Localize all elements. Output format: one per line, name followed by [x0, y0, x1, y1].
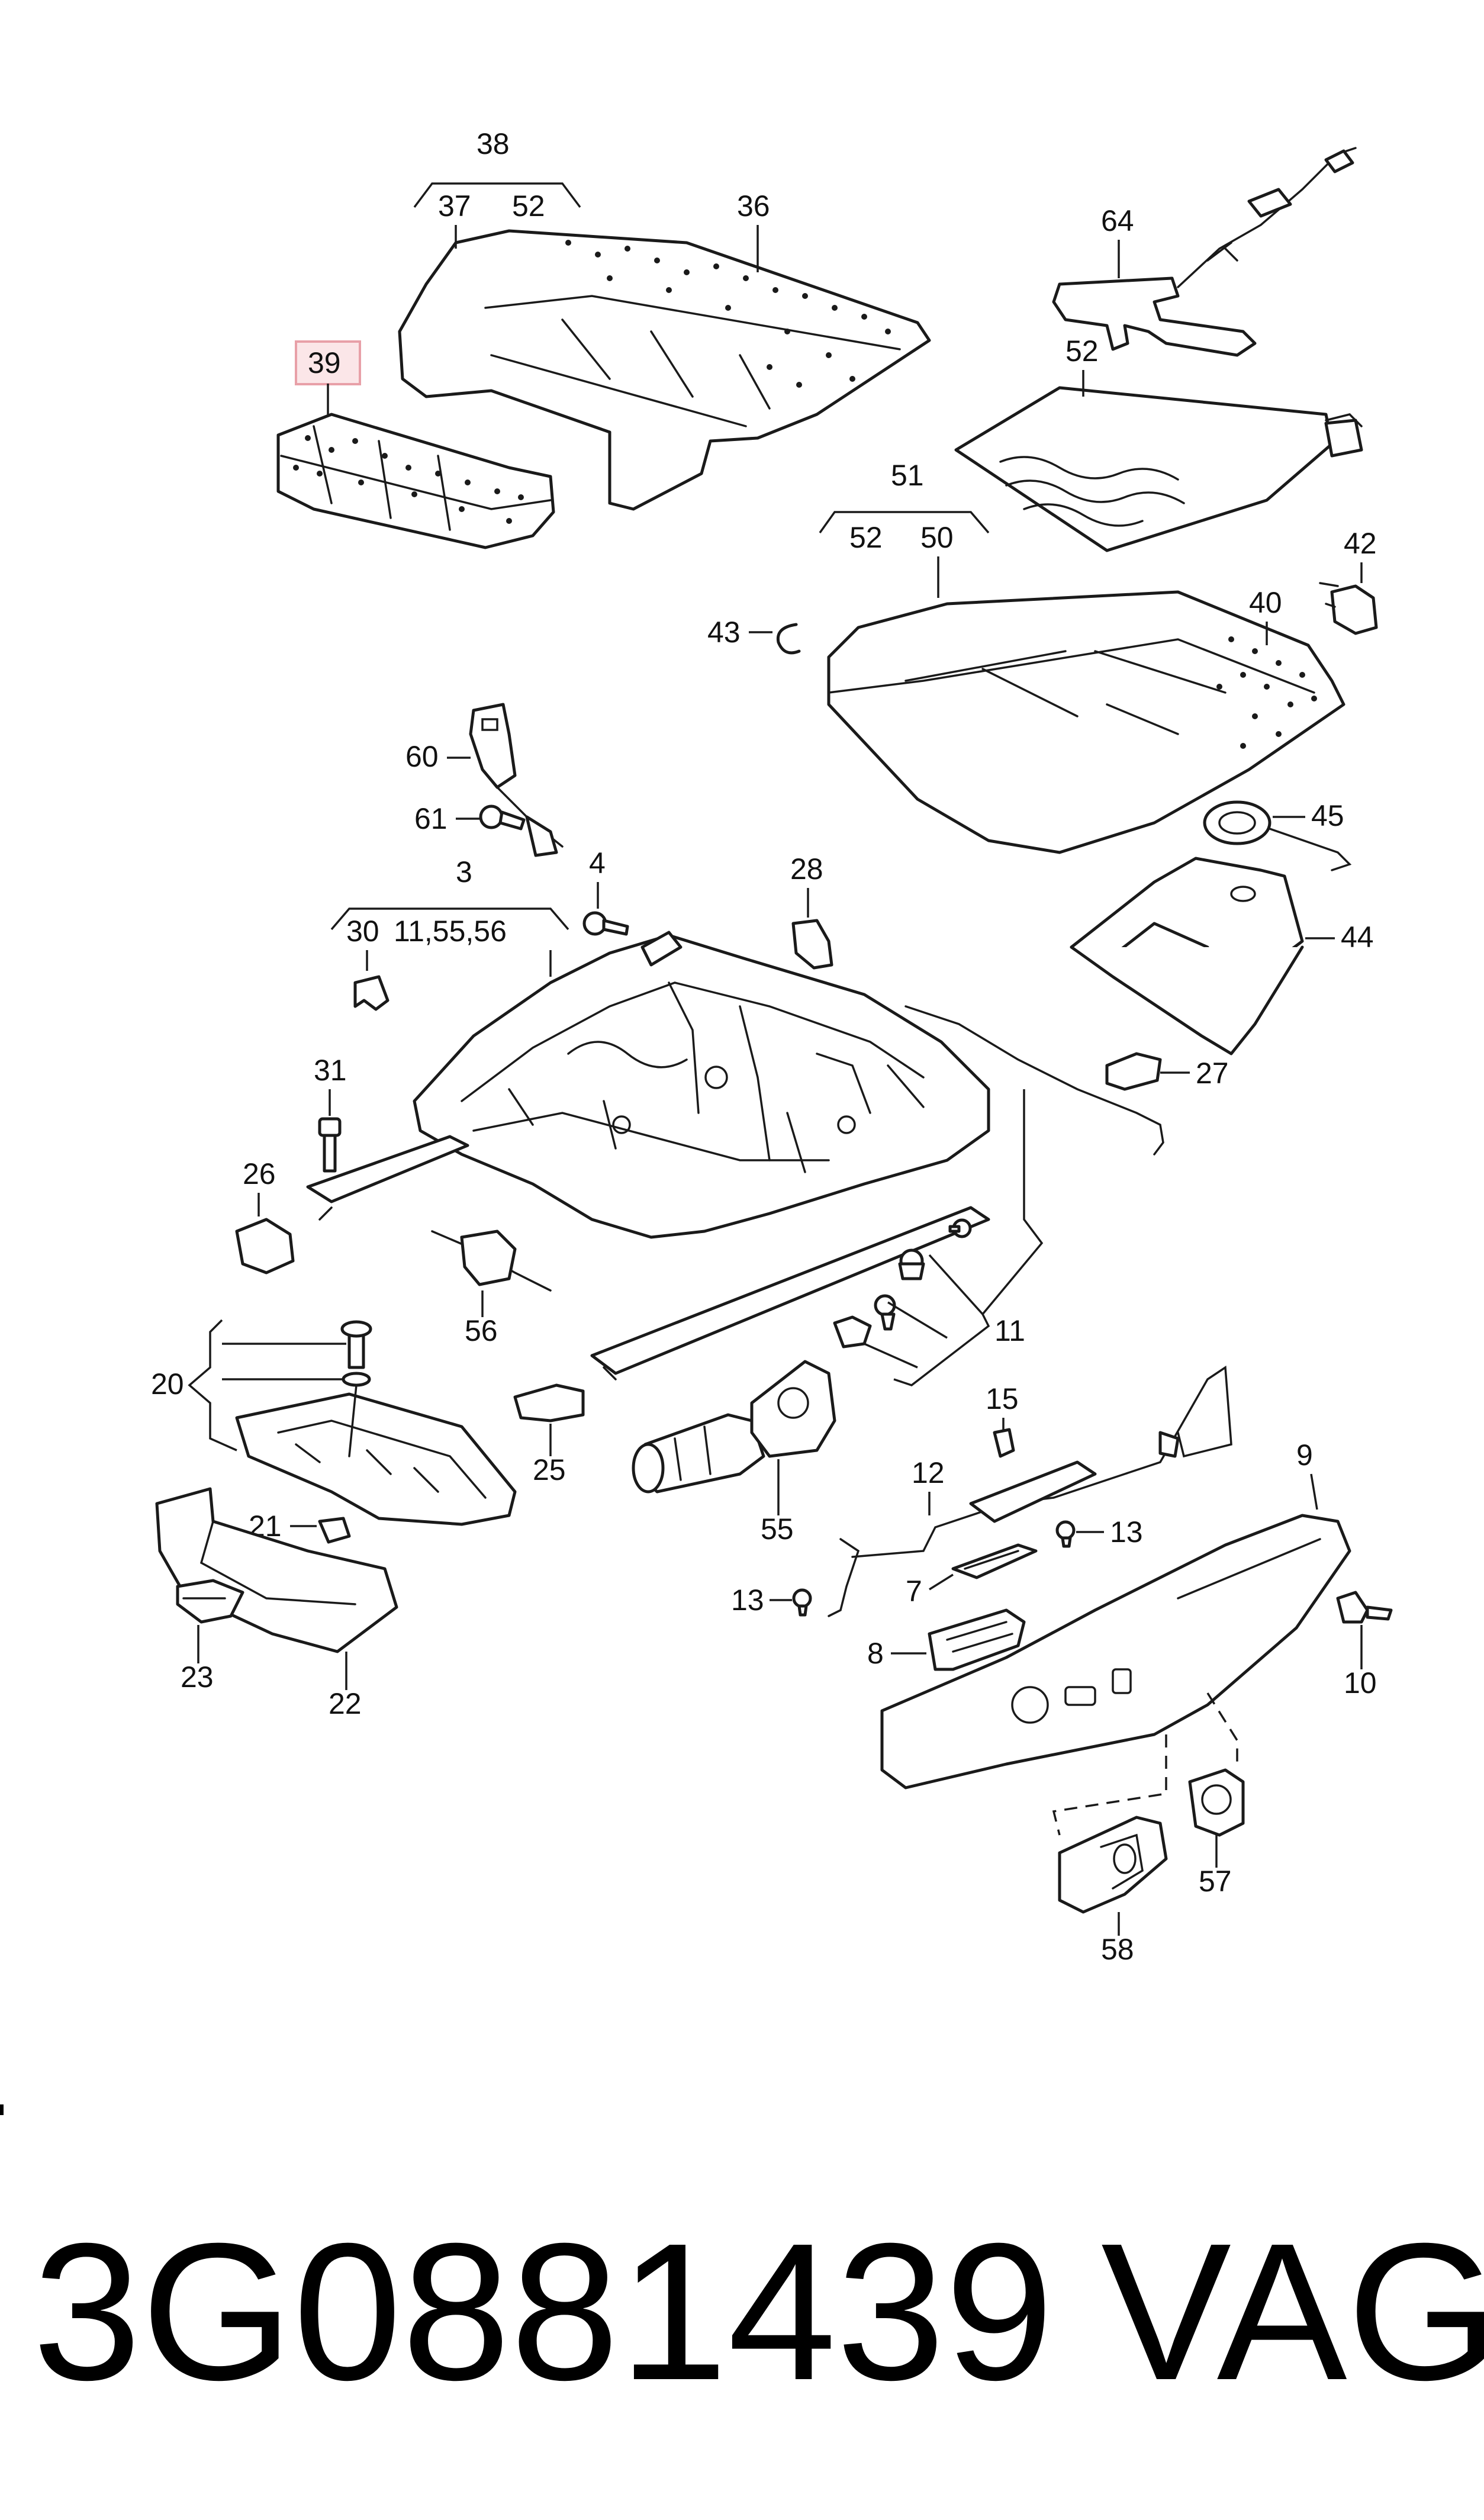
callout-61: 61: [414, 802, 448, 835]
callout-25: 25: [533, 1453, 566, 1486]
part-number-label: 3G0881439: [33, 2202, 1054, 2421]
callout-13-right: 13: [1110, 1515, 1143, 1549]
part-11-fasteners: [833, 1218, 972, 1348]
part-57-lumbar-switch: [1188, 1768, 1245, 1837]
callout-12: 12: [912, 1456, 945, 1489]
exploded-parts-diagram: 39 38 37 52 36 64: [151, 127, 1393, 1966]
part-55-motor: [632, 1360, 836, 1494]
part-56-cable: [431, 1230, 552, 1292]
callout-3: 3: [456, 855, 472, 889]
callout-11-55-56: 11,55,56: [394, 915, 507, 948]
part-7-switch-panel: [951, 1543, 1038, 1579]
part-52-heating-mat: [954, 386, 1363, 552]
callout-8: 8: [867, 1637, 884, 1670]
callout-30: 30: [346, 915, 379, 948]
callout-43: 43: [707, 616, 741, 649]
part-28-bracket: [791, 919, 833, 970]
callout-13-left: 13: [731, 1584, 764, 1617]
callout-27: 27: [1196, 1057, 1229, 1090]
callout-58: 58: [1101, 1933, 1134, 1966]
callout-39: 39: [308, 346, 341, 379]
part-25-bracket: [513, 1383, 585, 1422]
part-4-screw: [582, 911, 629, 936]
part-44-detection-mat: [1070, 857, 1304, 1055]
callout-42: 42: [1344, 527, 1377, 560]
callout-9: 9: [1296, 1438, 1313, 1472]
callout-57: 57: [1199, 1865, 1232, 1898]
callout-15: 15: [986, 1382, 1019, 1415]
edge-mark: [0, 2104, 4, 2115]
part-13-screw-right: [1055, 1520, 1076, 1548]
part-26-clip: [235, 1218, 295, 1275]
part-22-front-trim: [155, 1487, 398, 1653]
part-43-ring-clip: [776, 623, 801, 655]
part-50-40-cushion-cover: [827, 590, 1345, 854]
callout-44: 44: [1341, 921, 1374, 954]
callout-11: 11: [994, 1314, 1025, 1347]
brand-label: VAG: [1101, 2202, 1484, 2421]
part-27-end-cap: [904, 1005, 1164, 1156]
part-23-clip: [176, 1579, 244, 1624]
part-60-belt-buckle: [469, 703, 564, 857]
part-64-wiring-harness: [1052, 147, 1357, 357]
part-61-bolt: [479, 804, 526, 831]
part-42-connector: [1319, 582, 1378, 635]
callout-50: 50: [920, 521, 954, 554]
part-20-undertray: [235, 1320, 517, 1544]
callout-10: 10: [1344, 1666, 1377, 1700]
part-31-bolt: [318, 1117, 342, 1173]
callout-4: 4: [589, 847, 606, 880]
callout-55: 55: [761, 1512, 794, 1546]
callout-20: 20: [151, 1367, 184, 1401]
part-10-clip: [1336, 1591, 1393, 1624]
callout-23: 23: [181, 1660, 214, 1694]
callout-51: 51: [891, 459, 924, 492]
callout-52-heating: 52: [1065, 334, 1099, 368]
callout-56: 56: [465, 1314, 498, 1347]
callout-45: 45: [1311, 799, 1344, 832]
part-8-switch: [928, 1608, 1026, 1671]
callout-7: 7: [906, 1575, 922, 1608]
part-3-seat-frame: [306, 931, 990, 1380]
callout-26: 26: [243, 1157, 276, 1190]
callout-22: 22: [329, 1687, 362, 1720]
callout-37: 37: [438, 189, 471, 223]
part-45-sensor: [1203, 800, 1352, 871]
callout-38: 38: [477, 127, 510, 160]
part-30-clip: [353, 975, 389, 1011]
callout-60: 60: [405, 740, 439, 773]
part-58-seat-switch: [1058, 1816, 1168, 1914]
part-9-side-trim: [880, 1514, 1351, 1790]
part-15-clip: [993, 1428, 1015, 1458]
callout-31: 31: [314, 1054, 347, 1087]
part-12-harness: [828, 1365, 1232, 1617]
callout-36: 36: [737, 189, 770, 223]
part-39-cushion-front-pad: [276, 413, 555, 549]
callout-28: 28: [790, 852, 823, 886]
part-37-36-cushion-foam: [398, 229, 931, 511]
callout-64: 64: [1101, 204, 1134, 237]
callout-40: 40: [1249, 586, 1282, 619]
callout-52-upper: 52: [512, 189, 545, 223]
part-13-screw-left: [792, 1588, 812, 1617]
callout-52-lower: 52: [849, 521, 883, 554]
